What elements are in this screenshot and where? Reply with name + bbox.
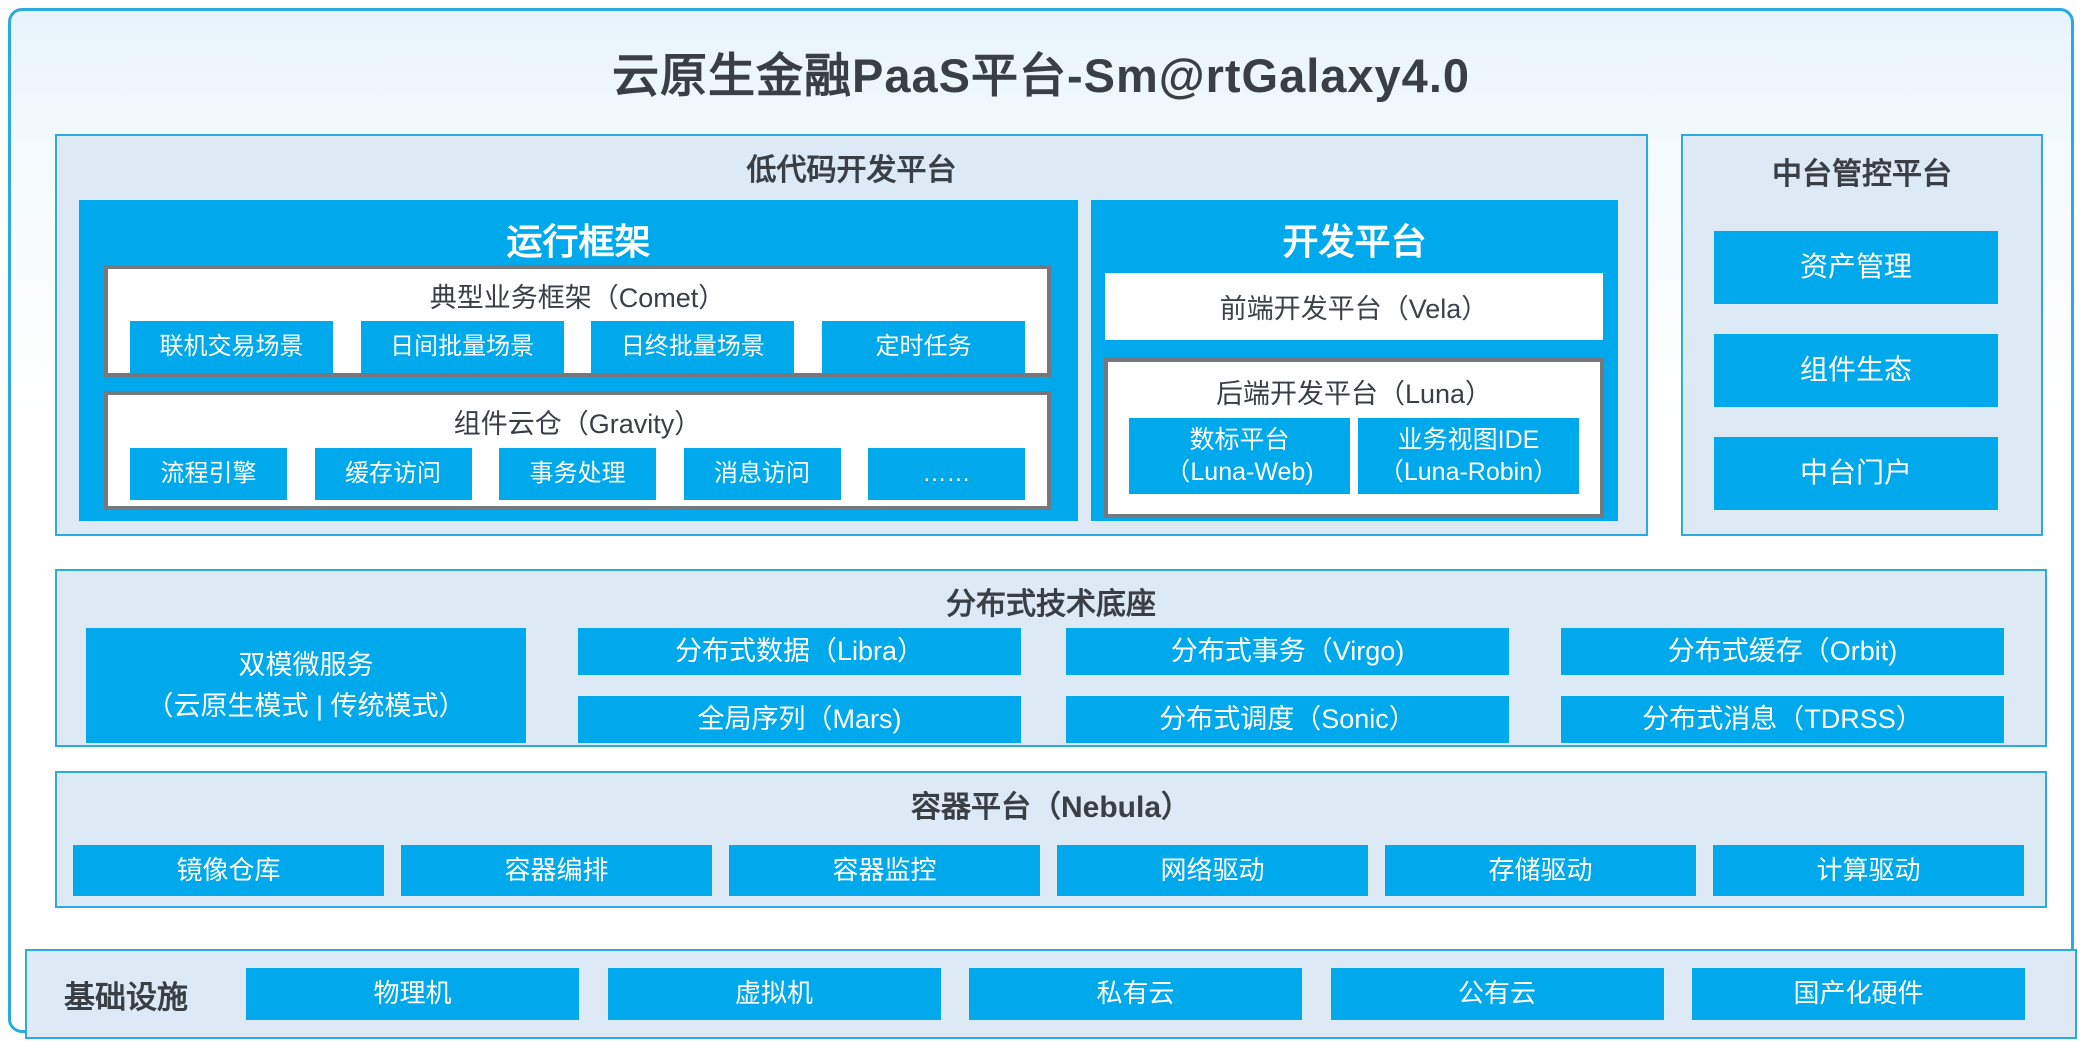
infra-label: 基础设施: [64, 979, 188, 1015]
distributed-column-1: 分布式数据（Libra） 全局序列（Mars): [578, 628, 1021, 743]
page-title: 云原生金融PaaS平台-Sm@rtGalaxy4.0: [611, 49, 1471, 102]
distributed-item: 分布式缓存（Orbit): [1561, 628, 2004, 675]
gravity-items: 流程引擎缓存访问事务处理消息访问 ……: [108, 448, 1047, 500]
dual-microservice-box: 双模微服务 （云原生模式 | 传统模式）: [86, 628, 526, 743]
comet-item: 日终批量场景: [591, 321, 795, 373]
outer-frame: 云原生金融PaaS平台-Sm@rtGalaxy4.0 低代码开发平台 运行框架 …: [8, 8, 2077, 1039]
midplatform-item: 中台门户: [1714, 437, 1998, 510]
luna-item: 数标平台 （Luna-Web): [1129, 418, 1350, 494]
distributed-column-2: 分布式事务（Virgo) 分布式调度（Sonic）: [1066, 628, 1509, 743]
distributed-item: 分布式调度（Sonic）: [1066, 696, 1509, 743]
midplatform-title: 中台管控平台: [1772, 158, 1952, 191]
gravity-title: 组件云仓（Gravity）: [453, 409, 702, 439]
distributed-title: 分布式技术底座: [946, 588, 1156, 621]
container-panel: 容器平台（Nebula） 镜像仓库容器编排容器监控网络驱动存储驱动计算驱动: [55, 771, 2047, 908]
infra-item: 虚拟机: [607, 968, 941, 1020]
comet-item: 日间批量场景: [360, 321, 564, 373]
midplatform-item: 资产管理: [1714, 231, 1998, 304]
runtime-frame-title: 运行框架: [506, 221, 651, 262]
distributed-item: 分布式事务（Virgo): [1066, 628, 1509, 675]
container-item: 存储驱动: [1385, 845, 1696, 896]
container-items: 镜像仓库容器编排容器监控网络驱动存储驱动计算驱动: [73, 845, 2024, 896]
distributed-item: 分布式数据（Libra）: [578, 628, 1021, 675]
gravity-item: 事务处理: [499, 448, 656, 500]
luna-items: 数标平台 （Luna-Web)业务视图IDE （Luna-Robin）: [1108, 418, 1600, 494]
dev-platform-box: 开发平台 前端开发平台（Vela） 后端开发平台（Luna） 数标平台 （Lun…: [1091, 200, 1618, 521]
gravity-item: 消息访问: [683, 448, 841, 500]
gravity-item: 流程引擎: [130, 448, 287, 500]
infra-items: 物理机虚拟机私有云公有云国产化硬件: [246, 968, 2025, 1020]
distributed-item: 分布式消息（TDRSS）: [1561, 696, 2004, 743]
dev-platform-title: 开发平台: [1282, 221, 1427, 262]
infra-item: 国产化硬件: [1692, 968, 2025, 1020]
midplatform-panel: 中台管控平台 资产管理组件生态中台门户: [1681, 134, 2043, 536]
container-item: 网络驱动: [1057, 845, 1368, 896]
midplatform-items: 资产管理组件生态中台门户: [1714, 231, 1998, 510]
gravity-item: ……: [868, 448, 1025, 500]
luna-item: 业务视图IDE （Luna-Robin）: [1358, 418, 1579, 494]
luna-title: 后端开发平台（Luna）: [1215, 379, 1493, 409]
lowcode-title: 低代码开发平台: [746, 154, 957, 187]
container-item: 容器监控: [729, 845, 1040, 896]
infra-panel: 基础设施 物理机虚拟机私有云公有云国产化硬件: [25, 949, 2077, 1039]
midplatform-item: 组件生态: [1714, 334, 1998, 407]
container-item: 容器编排: [401, 845, 712, 896]
infra-item: 私有云: [969, 968, 1302, 1020]
distributed-column-3: 分布式缓存（Orbit) 分布式消息（TDRSS）: [1561, 628, 2004, 743]
container-title: 容器平台（Nebula）: [910, 791, 1192, 824]
vela-box: 前端开发平台（Vela）: [1105, 273, 1603, 340]
distributed-item: 全局序列（Mars): [578, 696, 1021, 743]
infra-item: 公有云: [1330, 968, 1664, 1020]
comet-item: 定时任务: [821, 321, 1025, 373]
gravity-box: 组件云仓（Gravity） 流程引擎缓存访问事务处理消息访问 ……: [104, 391, 1051, 510]
infra-item: 物理机: [246, 968, 579, 1020]
container-item: 镜像仓库: [73, 845, 384, 896]
gravity-item: 缓存访问: [314, 448, 472, 500]
container-item: 计算驱动: [1713, 845, 2024, 896]
runtime-frame-box: 运行框架 典型业务框架（Comet） 联机交易场景日间批量场景日终批量场景定时任…: [79, 200, 1078, 521]
luna-box: 后端开发平台（Luna） 数标平台 （Luna-Web)业务视图IDE （Lun…: [1104, 358, 1604, 518]
comet-title: 典型业务框架（Comet）: [429, 283, 726, 313]
lowcode-panel: 低代码开发平台 运行框架 典型业务框架（Comet） 联机交易场景日间批量场景日…: [55, 134, 1648, 536]
comet-item: 联机交易场景: [130, 321, 333, 373]
comet-items: 联机交易场景日间批量场景日终批量场景定时任务: [108, 321, 1047, 373]
distributed-panel: 分布式技术底座 双模微服务 （云原生模式 | 传统模式） 分布式数据（Libra…: [55, 569, 2047, 747]
comet-box: 典型业务框架（Comet） 联机交易场景日间批量场景日终批量场景定时任务: [104, 265, 1051, 377]
